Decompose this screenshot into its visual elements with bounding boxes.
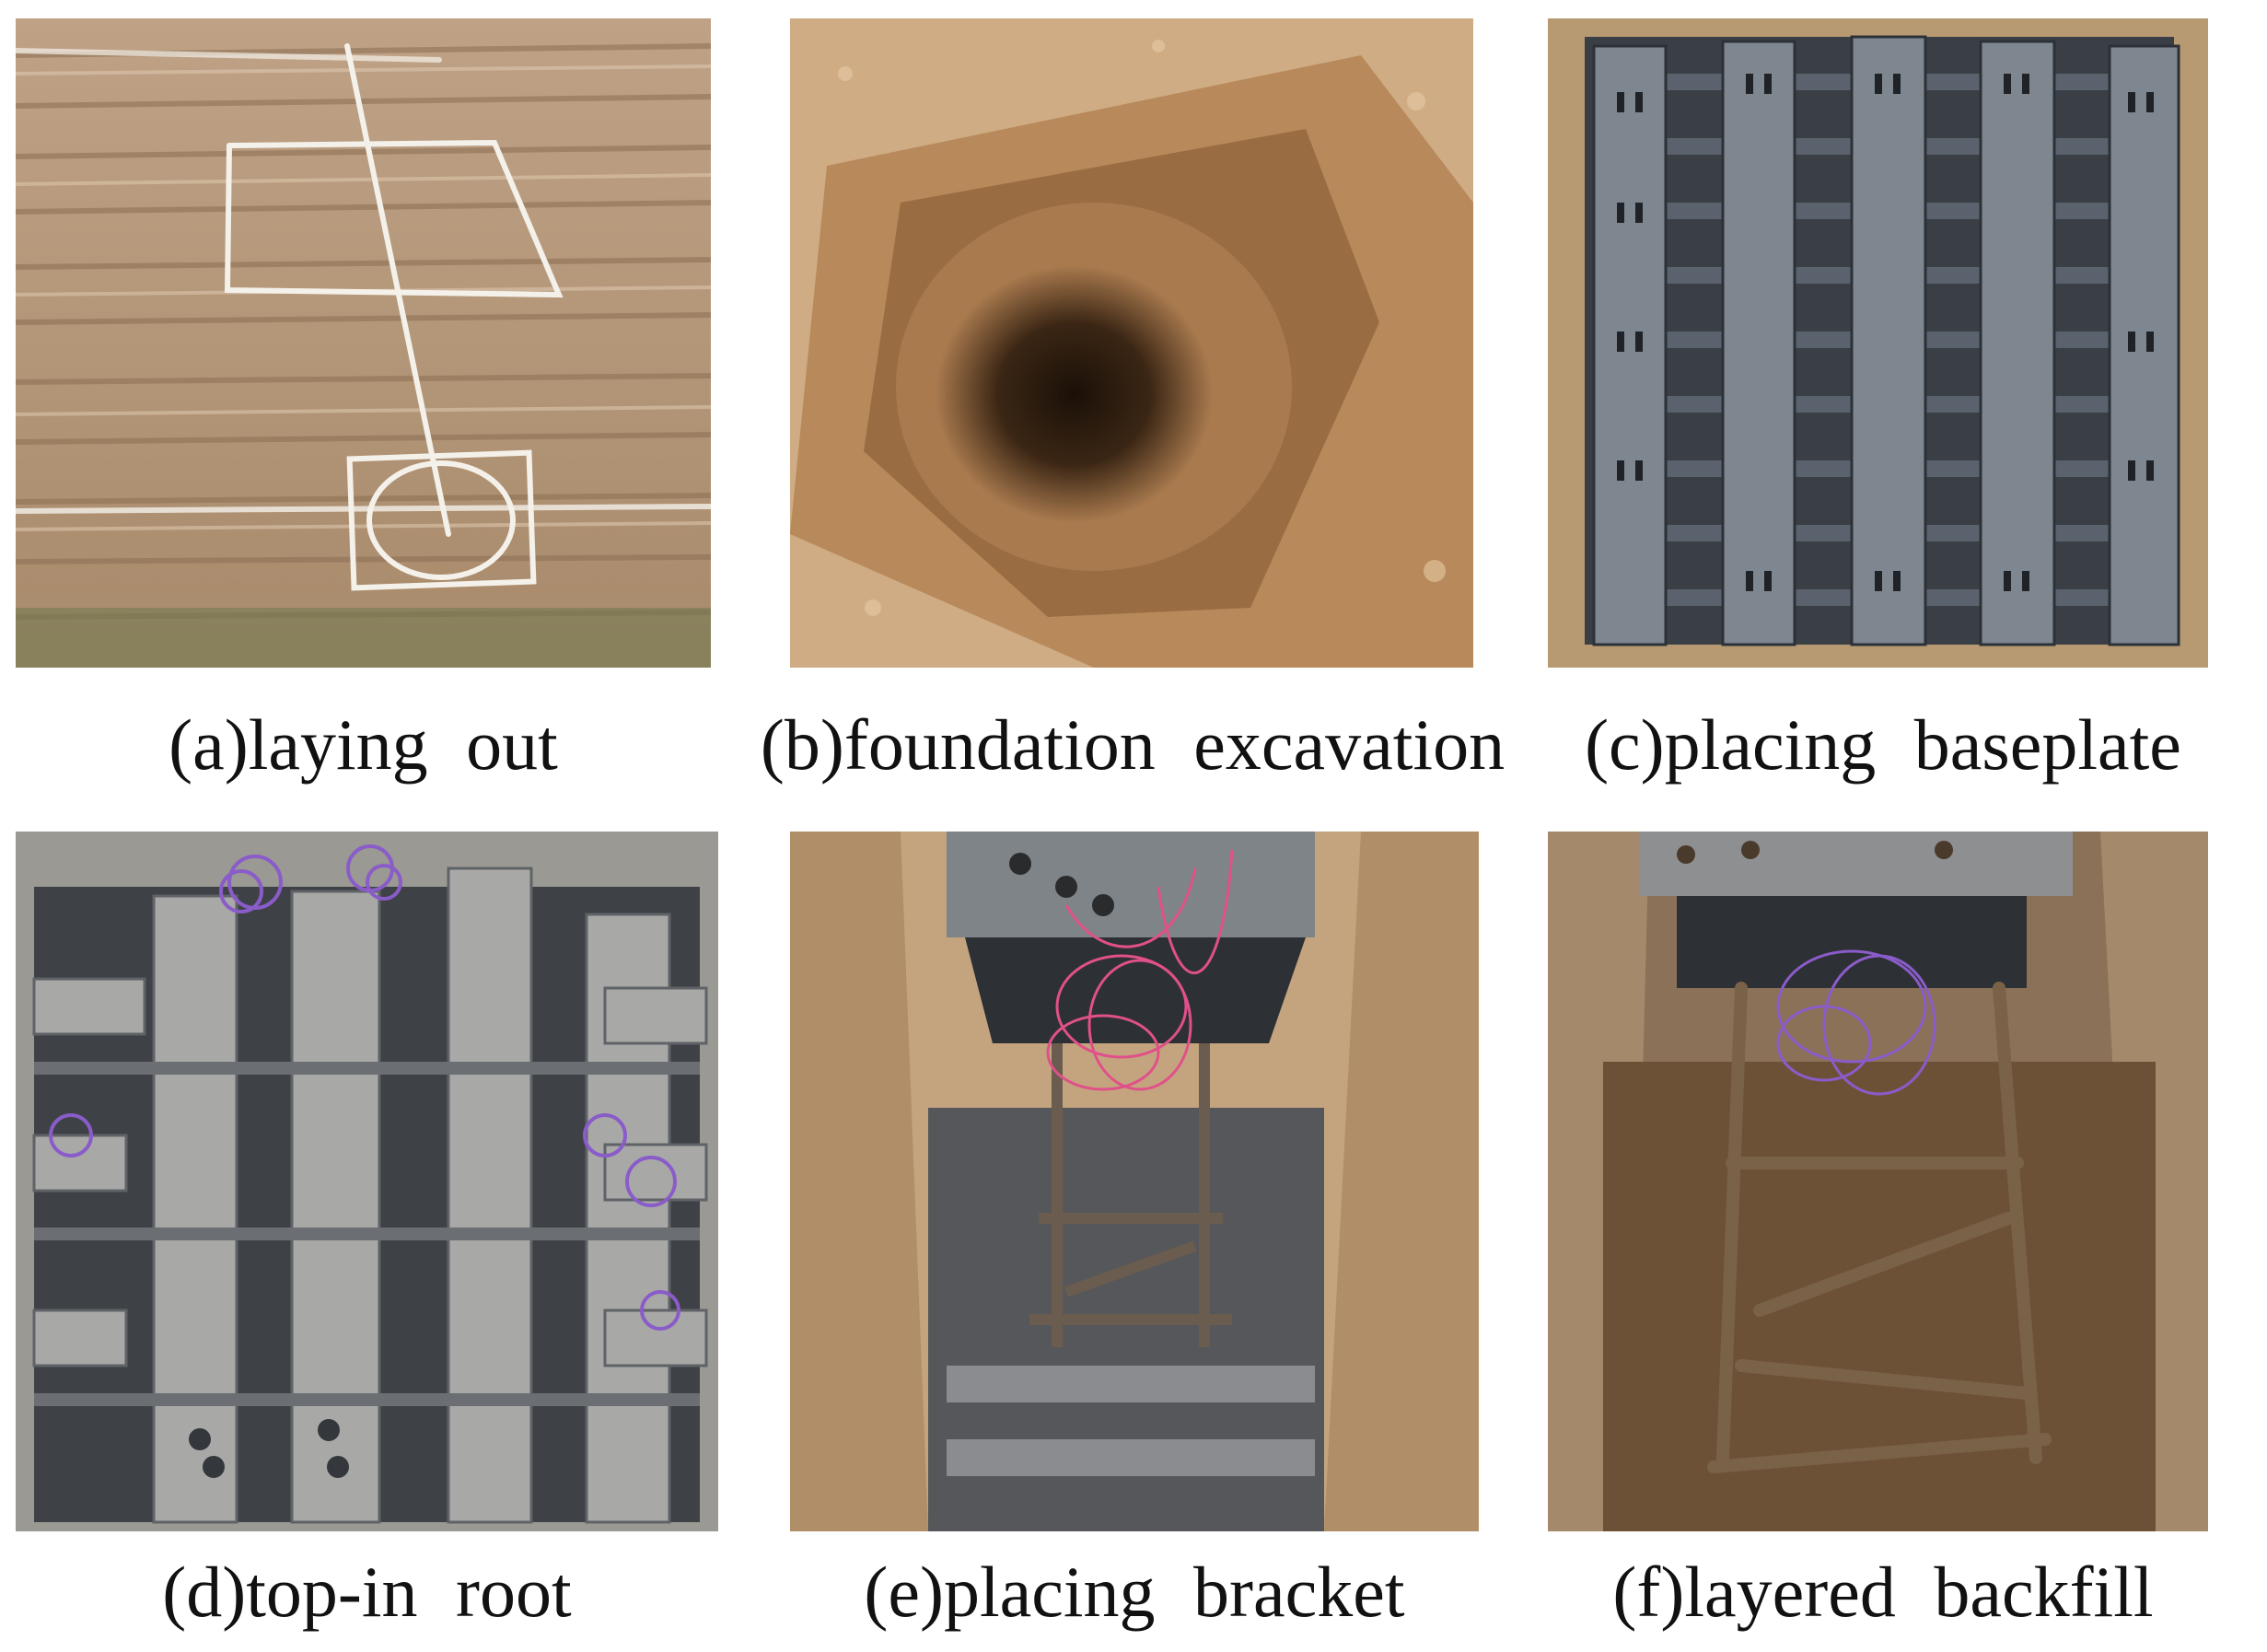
caption-b: (b)foundation excavation — [760, 704, 1506, 785]
photo-top-in-root — [16, 832, 718, 1531]
caption-d: (d)top-in root — [162, 1552, 572, 1632]
caption-c: (c)placing baseplate — [1585, 704, 2181, 785]
photo-placing-bracket — [790, 832, 1479, 1531]
photo-laying-out — [16, 18, 711, 668]
caption-e: (e)placing bracket — [864, 1552, 1405, 1632]
caption-a: (a)laying out — [169, 704, 558, 785]
photo-layered-backfill — [1548, 832, 2208, 1531]
photo-placing-baseplate — [1548, 18, 2208, 668]
caption-f: (f)layered backfill — [1612, 1552, 2154, 1632]
photo-foundation-excavation — [790, 18, 1473, 668]
